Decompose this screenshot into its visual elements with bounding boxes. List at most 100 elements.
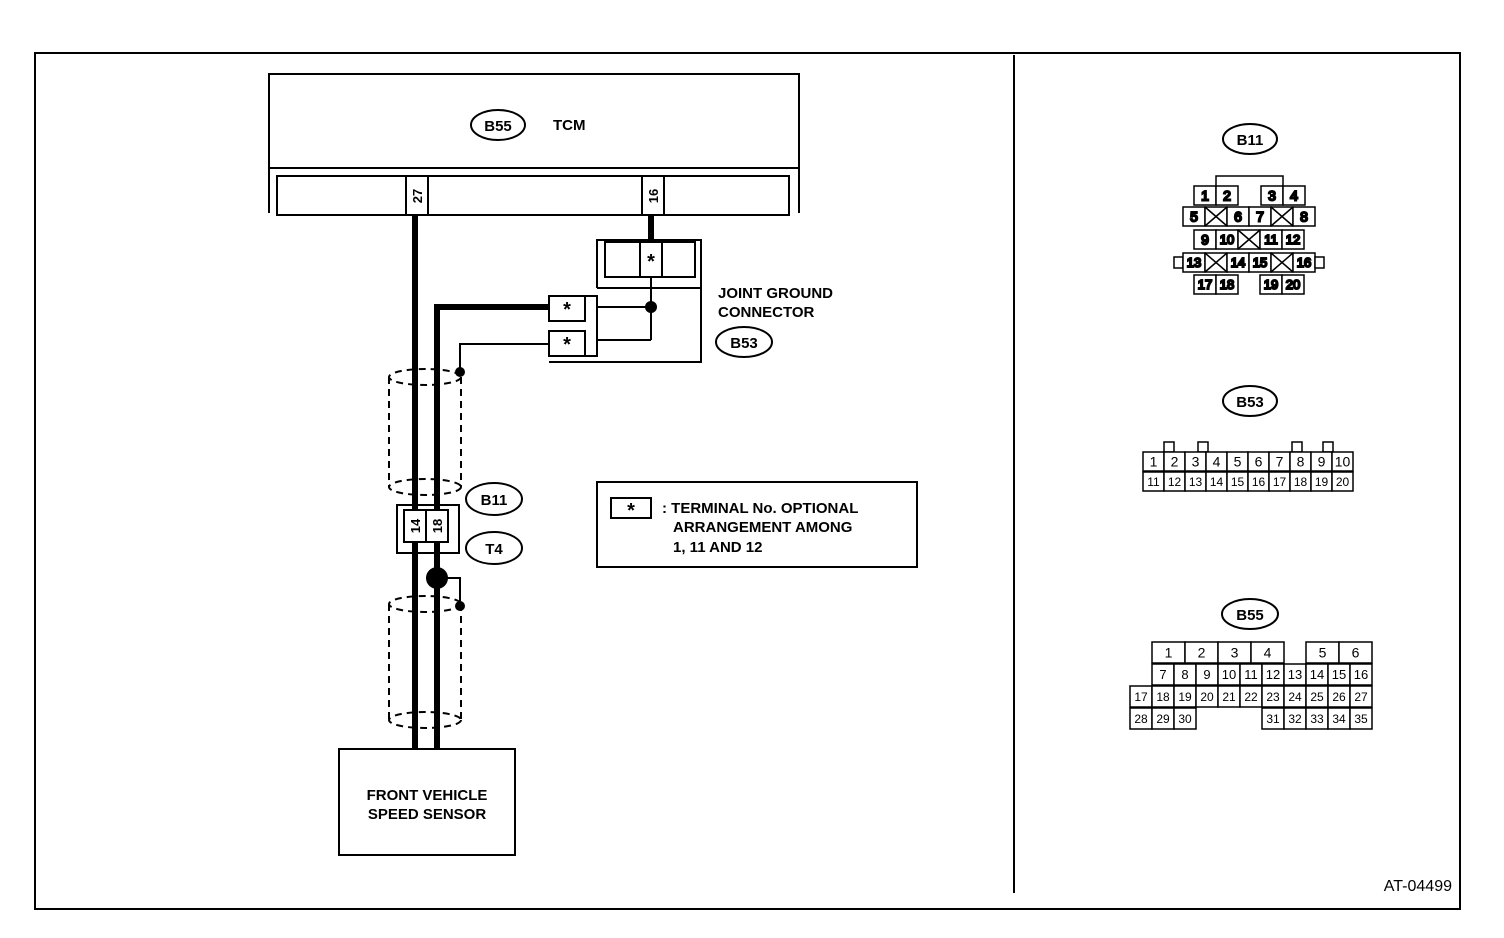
joint-ref-badge	[715, 326, 773, 358]
connector-pin-label: 21	[1222, 690, 1236, 704]
shield-upper	[388, 368, 462, 496]
wire-shield-drain	[459, 343, 549, 372]
connector-pin-label: 6	[1255, 454, 1263, 470]
connector-pin-label: 6	[1352, 645, 1360, 661]
ground-splice-dot	[426, 567, 448, 589]
connector-key	[1291, 441, 1303, 453]
connector-pin-label: 10	[1222, 667, 1236, 682]
connector-pin-label: 16	[1297, 255, 1311, 270]
connector-pin-label: 1	[1201, 188, 1209, 204]
connector-cavity	[1282, 185, 1306, 206]
connector-pin-label: 17	[1134, 690, 1148, 704]
connector-pin-label: 5	[1190, 209, 1198, 225]
connector-pin-label: 34	[1332, 712, 1346, 726]
connector-pin-label: 29	[1156, 712, 1170, 726]
connector-pin-label: 27	[1354, 690, 1368, 704]
connector-pin-label: 11	[1147, 475, 1160, 489]
connector-pin-label: 17	[1198, 277, 1212, 292]
blank-cavity-mark	[1270, 206, 1294, 227]
connector-pin-label: 3	[1231, 645, 1239, 661]
connector-pin-label: 31	[1266, 712, 1280, 726]
connector-pin-label: 2	[1171, 454, 1179, 470]
connector-pin-label: 10	[1220, 232, 1234, 247]
connector-pin-label: 15	[1231, 475, 1245, 489]
blank-cavity-mark	[1204, 252, 1228, 273]
connector-pin-label: 6	[1234, 209, 1242, 225]
inline-connector: 14 18 B11 T4	[396, 482, 523, 565]
connector-pin-label: 7	[1256, 209, 1264, 225]
connector-pin-label: 33	[1310, 712, 1324, 726]
connector-pin-label: 3	[1192, 454, 1200, 470]
connector-key	[1197, 441, 1209, 453]
tcm-connector	[276, 175, 790, 216]
connector-pin-label: 14	[1210, 475, 1224, 489]
connector-pin-label: 1	[1150, 454, 1158, 470]
connector-pin-label: 26	[1332, 690, 1346, 704]
connector-pin-label: 20	[1336, 475, 1350, 489]
connector-pin-label: 15	[1332, 667, 1346, 682]
connector-pin-label: 3	[1268, 188, 1276, 204]
connector-pin-label: 13	[1189, 475, 1203, 489]
connector-pin-label: 25	[1310, 690, 1324, 704]
connector-pin-label: 7	[1159, 667, 1166, 682]
inline-ref-bottom: T4	[485, 541, 503, 558]
connector-pin-label: 17	[1273, 475, 1287, 489]
inline-ref-top: B11	[481, 492, 508, 509]
connector-pin-label: 7	[1276, 454, 1284, 470]
note-line1: : TERMINAL No. OPTIONAL	[662, 500, 858, 517]
connector-key	[1163, 441, 1175, 453]
connector-key	[1322, 441, 1334, 453]
diagram-code: AT-04499	[1384, 878, 1452, 895]
connector-cavity	[1281, 274, 1305, 295]
tcm-module: B55 TCM 27 16	[268, 73, 800, 216]
connector-pin-label: 1	[1165, 645, 1173, 661]
connector-pin-label: 8	[1300, 209, 1308, 225]
blank-cavity-mark	[1270, 252, 1294, 273]
connector-pin-label: 4	[1213, 454, 1221, 470]
connector-pin-label: 12	[1266, 667, 1280, 682]
connector-pin-label: 4	[1264, 645, 1272, 661]
connector-pin-label: 8	[1181, 667, 1188, 682]
tcm-pin-27-label: 27	[410, 189, 425, 203]
connector-pin-label: 19	[1264, 277, 1278, 292]
connector-pin-label: 16	[1252, 475, 1266, 489]
connector-cavity	[1349, 685, 1373, 708]
connector-pin-label: 13	[1288, 667, 1302, 682]
note-line3: 1, 11 AND 12	[673, 539, 763, 556]
joint-ground-connector: * * * JOINT GROUND CONNECTOR B53	[548, 239, 833, 363]
connector-cavity	[1250, 641, 1285, 664]
note-star: *	[627, 500, 635, 522]
connector-cavity	[1331, 451, 1354, 472]
joint-mid-star: *	[563, 299, 571, 321]
connector-pin-label: 18	[1220, 277, 1234, 292]
connector-pin-label: 14	[1310, 667, 1324, 682]
connector-pin-label: 19	[1178, 690, 1192, 704]
connector-cavity	[1292, 206, 1316, 227]
joint-label-line1: JOINT GROUND	[718, 285, 833, 302]
connector-pin-label: 12	[1168, 475, 1182, 489]
tcm-label: TCM	[553, 117, 586, 134]
tcm-ref-badge	[470, 109, 526, 141]
blank-cavity-mark	[1204, 206, 1228, 227]
shield-lower	[388, 595, 462, 729]
connector-cavity	[1314, 256, 1325, 269]
sensor-line1: FRONT VEHICLE	[367, 787, 488, 804]
connector-pin-label: 32	[1288, 712, 1302, 726]
inline-ref-bottom-badge	[465, 531, 523, 565]
connector-pin-label: 8	[1297, 454, 1305, 470]
connector-cavity	[1173, 707, 1197, 730]
joint-top-star: *	[647, 251, 655, 273]
note-line2: ARRANGEMENT AMONG	[673, 519, 852, 536]
connector-pin-label: 20	[1200, 690, 1214, 704]
blank-cavity-mark	[1237, 229, 1261, 250]
connector-cavity	[1281, 229, 1305, 250]
connector-cavity	[1349, 707, 1373, 730]
inline-pin-14: 14	[408, 518, 423, 533]
joint-bot-star: *	[563, 334, 571, 356]
connector-cavity	[1349, 663, 1373, 686]
connector-pin-label: 15	[1253, 255, 1267, 270]
